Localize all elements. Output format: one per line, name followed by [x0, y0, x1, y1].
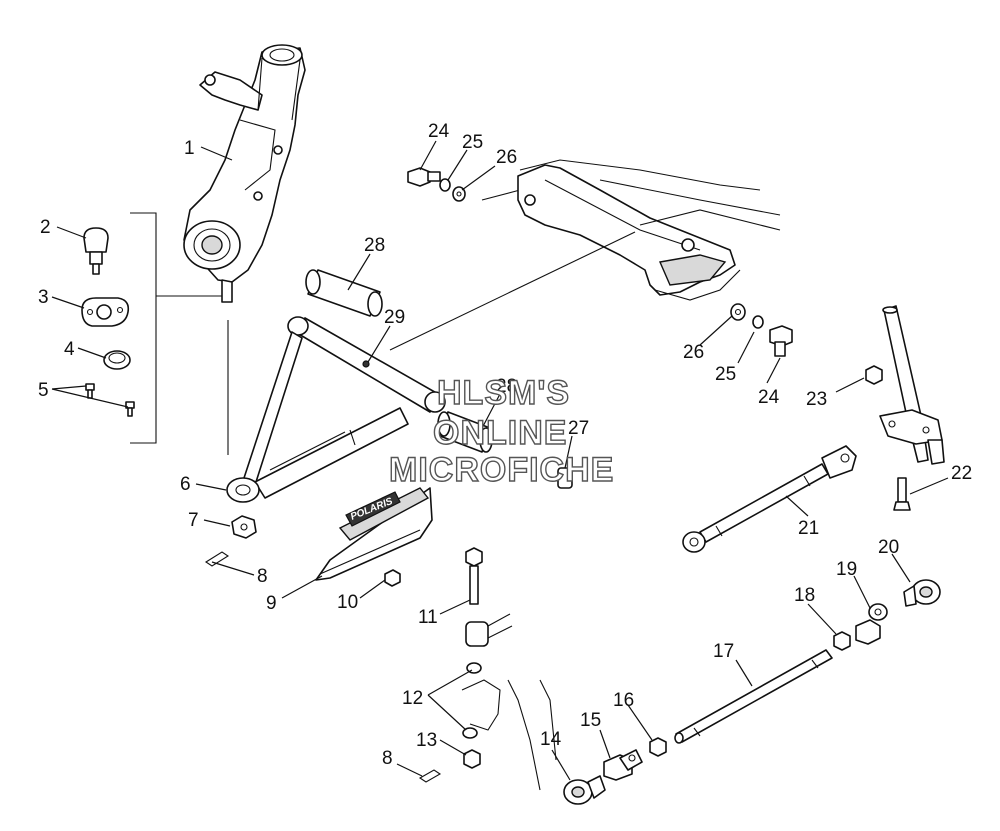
washer-26-top: [452, 186, 466, 202]
nut-13: [463, 749, 481, 769]
lock-washer-25-top: [439, 178, 451, 192]
watermark-line-2: ONLINE: [433, 414, 567, 452]
callout-5: 5: [38, 380, 49, 401]
castle-nut: [231, 515, 257, 539]
callout-19: 19: [836, 559, 857, 580]
callout-24-top: 24: [428, 121, 450, 142]
callout-29: 29: [384, 307, 405, 328]
group-bracket: [130, 212, 229, 455]
bolt-22: [893, 477, 911, 511]
cotter-pin-upper: [204, 551, 230, 567]
pivot-tube-lower: [437, 411, 493, 453]
callout-13: 13: [416, 730, 437, 751]
callout-7: 7: [188, 510, 199, 531]
a-arm-guard: POLARIS: [315, 487, 433, 581]
callout-17: 17: [713, 641, 734, 662]
callout-11: 11: [418, 607, 438, 628]
callout-18: 18: [794, 585, 815, 606]
washer-12-bottom: [462, 727, 478, 739]
callout-25-right: 25: [715, 364, 736, 385]
callout-15: 15: [580, 710, 601, 731]
dust-seal: [103, 350, 131, 370]
steering-arm-bracket: [461, 679, 557, 791]
rod-end-bushing: [465, 613, 513, 647]
leader-lines: [51, 140, 949, 781]
callout-1: 1: [184, 138, 195, 159]
callout-9: 9: [266, 593, 277, 614]
bolt-24-right: [769, 325, 793, 357]
callout-22: 22: [951, 463, 972, 484]
callout-14: 14: [540, 729, 562, 750]
pivot-tube-upper: [305, 269, 383, 317]
nut-23: [865, 365, 883, 385]
ball-joint-19: [855, 603, 888, 645]
rod-end-14: [563, 775, 606, 805]
bolt-10: [384, 569, 401, 587]
frame-crossmember: [389, 159, 781, 351]
callout-21: 21: [798, 518, 819, 539]
callout-numbers: 1 2 3 4 5 6 7 8 9 10 11 12 13 8 14 15 16…: [38, 121, 972, 769]
retainer-plate: [81, 297, 130, 327]
watermark-line-1: HLSM'S: [437, 374, 570, 412]
callout-10: 10: [337, 592, 358, 613]
callout-26-right: 26: [683, 342, 704, 363]
callout-12: 12: [402, 688, 423, 709]
rod-end-20: [903, 579, 941, 607]
watermark-line-3: MICROFICHE: [389, 451, 614, 489]
ball-joint: [83, 227, 109, 275]
bolts-5: [85, 383, 135, 417]
steering-knuckle: [183, 44, 306, 303]
callout-2: 2: [40, 217, 51, 238]
steering-post: [879, 305, 945, 465]
watermark: HLSM'S ONLINE MICROFICHE: [388, 373, 614, 489]
callout-26-top: 26: [496, 147, 517, 168]
lock-washer-25-right: [752, 315, 764, 329]
cotter-pin-lower: [418, 769, 442, 783]
washer-26-right: [730, 303, 746, 321]
callout-8-upper: 8: [257, 566, 268, 587]
callout-23: 23: [806, 389, 827, 410]
callout-28-upper: 28: [364, 235, 385, 256]
jam-nut-18: [833, 631, 851, 651]
shock-absorber: [682, 445, 857, 553]
callout-3: 3: [38, 287, 49, 308]
callout-4: 4: [64, 339, 75, 360]
callout-24-right: 24: [758, 387, 780, 408]
tie-rod: [674, 649, 833, 744]
bolt-24-top: [407, 167, 441, 187]
callout-16: 16: [613, 690, 634, 711]
callout-27: 27: [568, 418, 589, 439]
callout-28-lower: 28: [496, 376, 517, 397]
callout-8-lower: 8: [382, 748, 393, 769]
ball-joint-15: [603, 749, 643, 781]
jam-nut-16: [649, 737, 667, 757]
bolt-11: [465, 547, 483, 605]
callout-25-top: 25: [462, 132, 483, 153]
a-arm: [226, 316, 446, 503]
callout-6: 6: [180, 474, 191, 495]
callout-20: 20: [878, 537, 899, 558]
